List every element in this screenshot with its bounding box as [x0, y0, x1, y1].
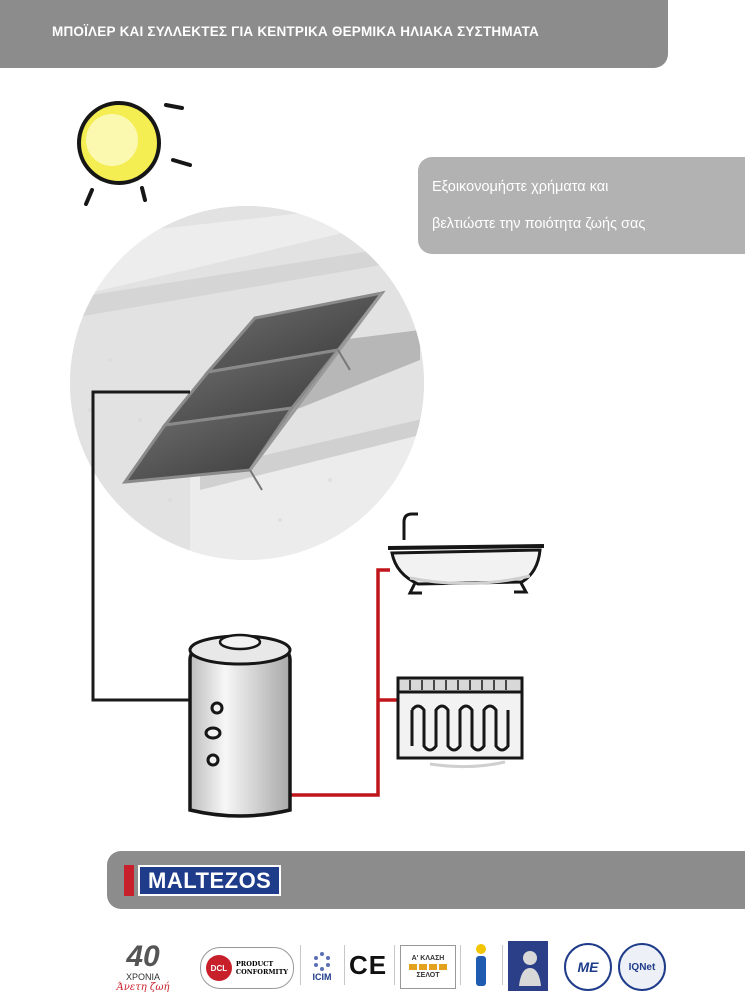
sun-icon	[77, 101, 192, 206]
icim-icon	[314, 952, 330, 971]
bathtub-icon	[387, 512, 545, 595]
maltezos-logo[interactable]: MALTEZOS	[124, 865, 282, 896]
icim-badge: ICIM	[304, 941, 340, 991]
divider	[394, 945, 395, 985]
tagline-box: Εξοικονομήστε χρήματα και βελτιώστε την …	[418, 157, 745, 254]
divider	[344, 945, 345, 985]
divider	[460, 945, 461, 985]
me-label: ME	[577, 959, 599, 975]
brand-bar: MALTEZOS	[107, 851, 745, 909]
solar-system-illustration	[70, 101, 545, 818]
boiler-tank-icon	[188, 633, 292, 818]
cold-pipe	[91, 390, 210, 702]
product-conformity-badge: DCL PRODUCT CONFORMITY	[200, 947, 294, 989]
solar-collector-photo	[70, 206, 424, 560]
hot-pipes	[290, 568, 398, 797]
logo-red-mark	[124, 865, 134, 896]
logo-box: MALTEZOS	[138, 865, 282, 896]
class-stars	[409, 964, 447, 970]
divider	[300, 945, 301, 985]
divider	[502, 945, 503, 985]
anniversary-word: ΧΡΟΝΙΑ	[125, 971, 160, 982]
class-label: Α' ΚΛΑΣΗ	[411, 955, 445, 962]
icim-label: ICIM	[312, 972, 332, 982]
ce-label: CE	[348, 949, 388, 980]
page-title: ΜΠΟΪΛΕΡ ΚΑΙ ΣΥΛΛΕΚΤΕΣ ΓΙΑ ΚΕΝΤΡΙΚΑ ΘΕΡΜΙ…	[52, 24, 540, 39]
class-a-badge: Α' ΚΛΑΣΗ ΣΕΛΟΤ	[400, 945, 456, 989]
me-certification-badge: ME	[564, 943, 612, 991]
conformity-line-1: PRODUCT	[235, 960, 274, 968]
anniversary-slogan: Άνετη ζωή	[116, 981, 170, 993]
energy-label-icon	[466, 941, 496, 989]
radiator-icon	[396, 676, 524, 769]
solar-panels	[121, 290, 386, 491]
bust-icon	[519, 951, 541, 986]
anniversary-badge: 40 ΧΡΟΝΙΑ Άνετη ζωή	[108, 935, 178, 999]
certification-row: 40 ΧΡΟΝΙΑ Άνετη ζωή DCL PRODUCT CONFORMI…	[108, 933, 668, 999]
iqnet-badge: IQNet	[618, 943, 666, 991]
democritus-badge	[508, 941, 548, 991]
tagline-line-1: Εξοικονομήστε χρήματα και	[432, 179, 609, 195]
class-org: ΣΕΛΟΤ	[416, 972, 440, 979]
tagline-line-2: βελτιώστε την ποιότητα ζωής σας	[432, 216, 646, 232]
conformity-line-2: CONFORMITY	[235, 968, 289, 976]
anniversary-number: 40	[126, 939, 160, 973]
iqnet-label: IQNet	[628, 961, 656, 973]
brand-name: MALTEZOS	[148, 867, 272, 893]
ce-mark: CE	[348, 945, 388, 985]
header-bar: ΜΠΟΪΛΕΡ ΚΑΙ ΣΥΛΛΕΚΤΕΣ ΓΙΑ ΚΕΝΤΡΙΚΑ ΘΕΡΜΙ…	[0, 0, 668, 68]
dcl-seal: DCL	[205, 955, 232, 981]
